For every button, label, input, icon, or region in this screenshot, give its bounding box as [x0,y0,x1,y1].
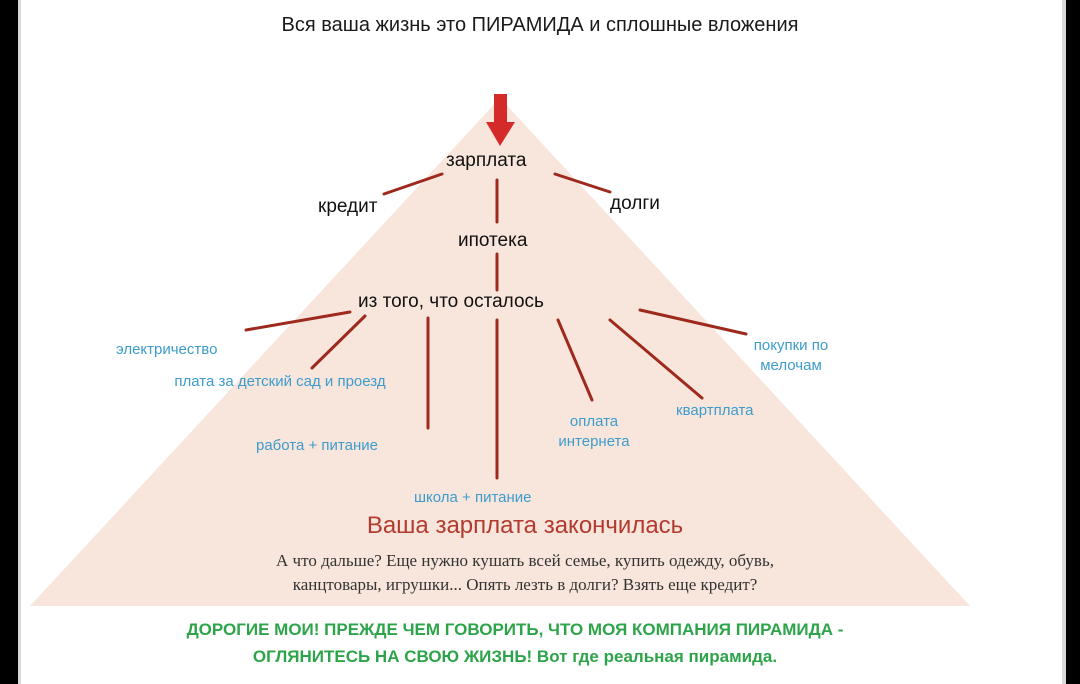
node-kindergarten: плата за детский сад и проезд [174,373,386,390]
right-frame-border [1062,0,1066,684]
node-electricity: электричество [116,341,218,358]
node-work-food: работа + питание [256,437,378,454]
pyramid-shape [30,98,970,606]
green-message-line-1: ДОРОГИЕ МОИ! ПРЕЖДЕ ЧЕМ ГОВОРИТЬ, ЧТО МО… [186,620,844,639]
node-school-food: школа + питание [414,489,532,506]
right-frame-bar [1066,0,1080,684]
node-small-purchases: покупки по мелочам [753,337,829,374]
node-salary: зарплата [446,150,527,171]
left-frame-border [18,0,21,684]
salary-ended-headline: Ваша зарплата закончилась [366,512,684,539]
line-salary-debts [553,172,612,194]
line-remainder-internet [556,318,594,402]
green-message-line-2: ОГЛЯНИТЕСЬ НА СВОЮ ЖИЗНЬ! Вот где реальн… [252,647,778,666]
line-salary-credit [382,172,444,196]
node-mortgage: ипотека [458,230,528,251]
arrow-icon [486,94,515,146]
node-rent: квартплата [676,402,754,419]
line-remainder-electricity [244,310,352,332]
connector-lines [244,172,748,480]
node-credit: кредит [318,196,378,217]
page-title: Вся ваша жизнь это ПИРАМИДА и сплошные в… [281,14,799,36]
node-debts: долги [610,193,660,214]
line-remainder-purchases [638,308,748,336]
left-frame-bar [0,0,18,684]
question-line-1: А что дальше? Еще нужно кушать всей семь… [276,551,774,570]
line-remainder-kindergarten [310,314,367,370]
node-remainder: из того, что осталось [358,291,544,312]
question-line-2: канцтовары, игрушки... Опять лезть в дол… [292,575,758,594]
node-internet: оплата интернета [558,413,630,450]
line-remainder-rent [608,318,704,400]
